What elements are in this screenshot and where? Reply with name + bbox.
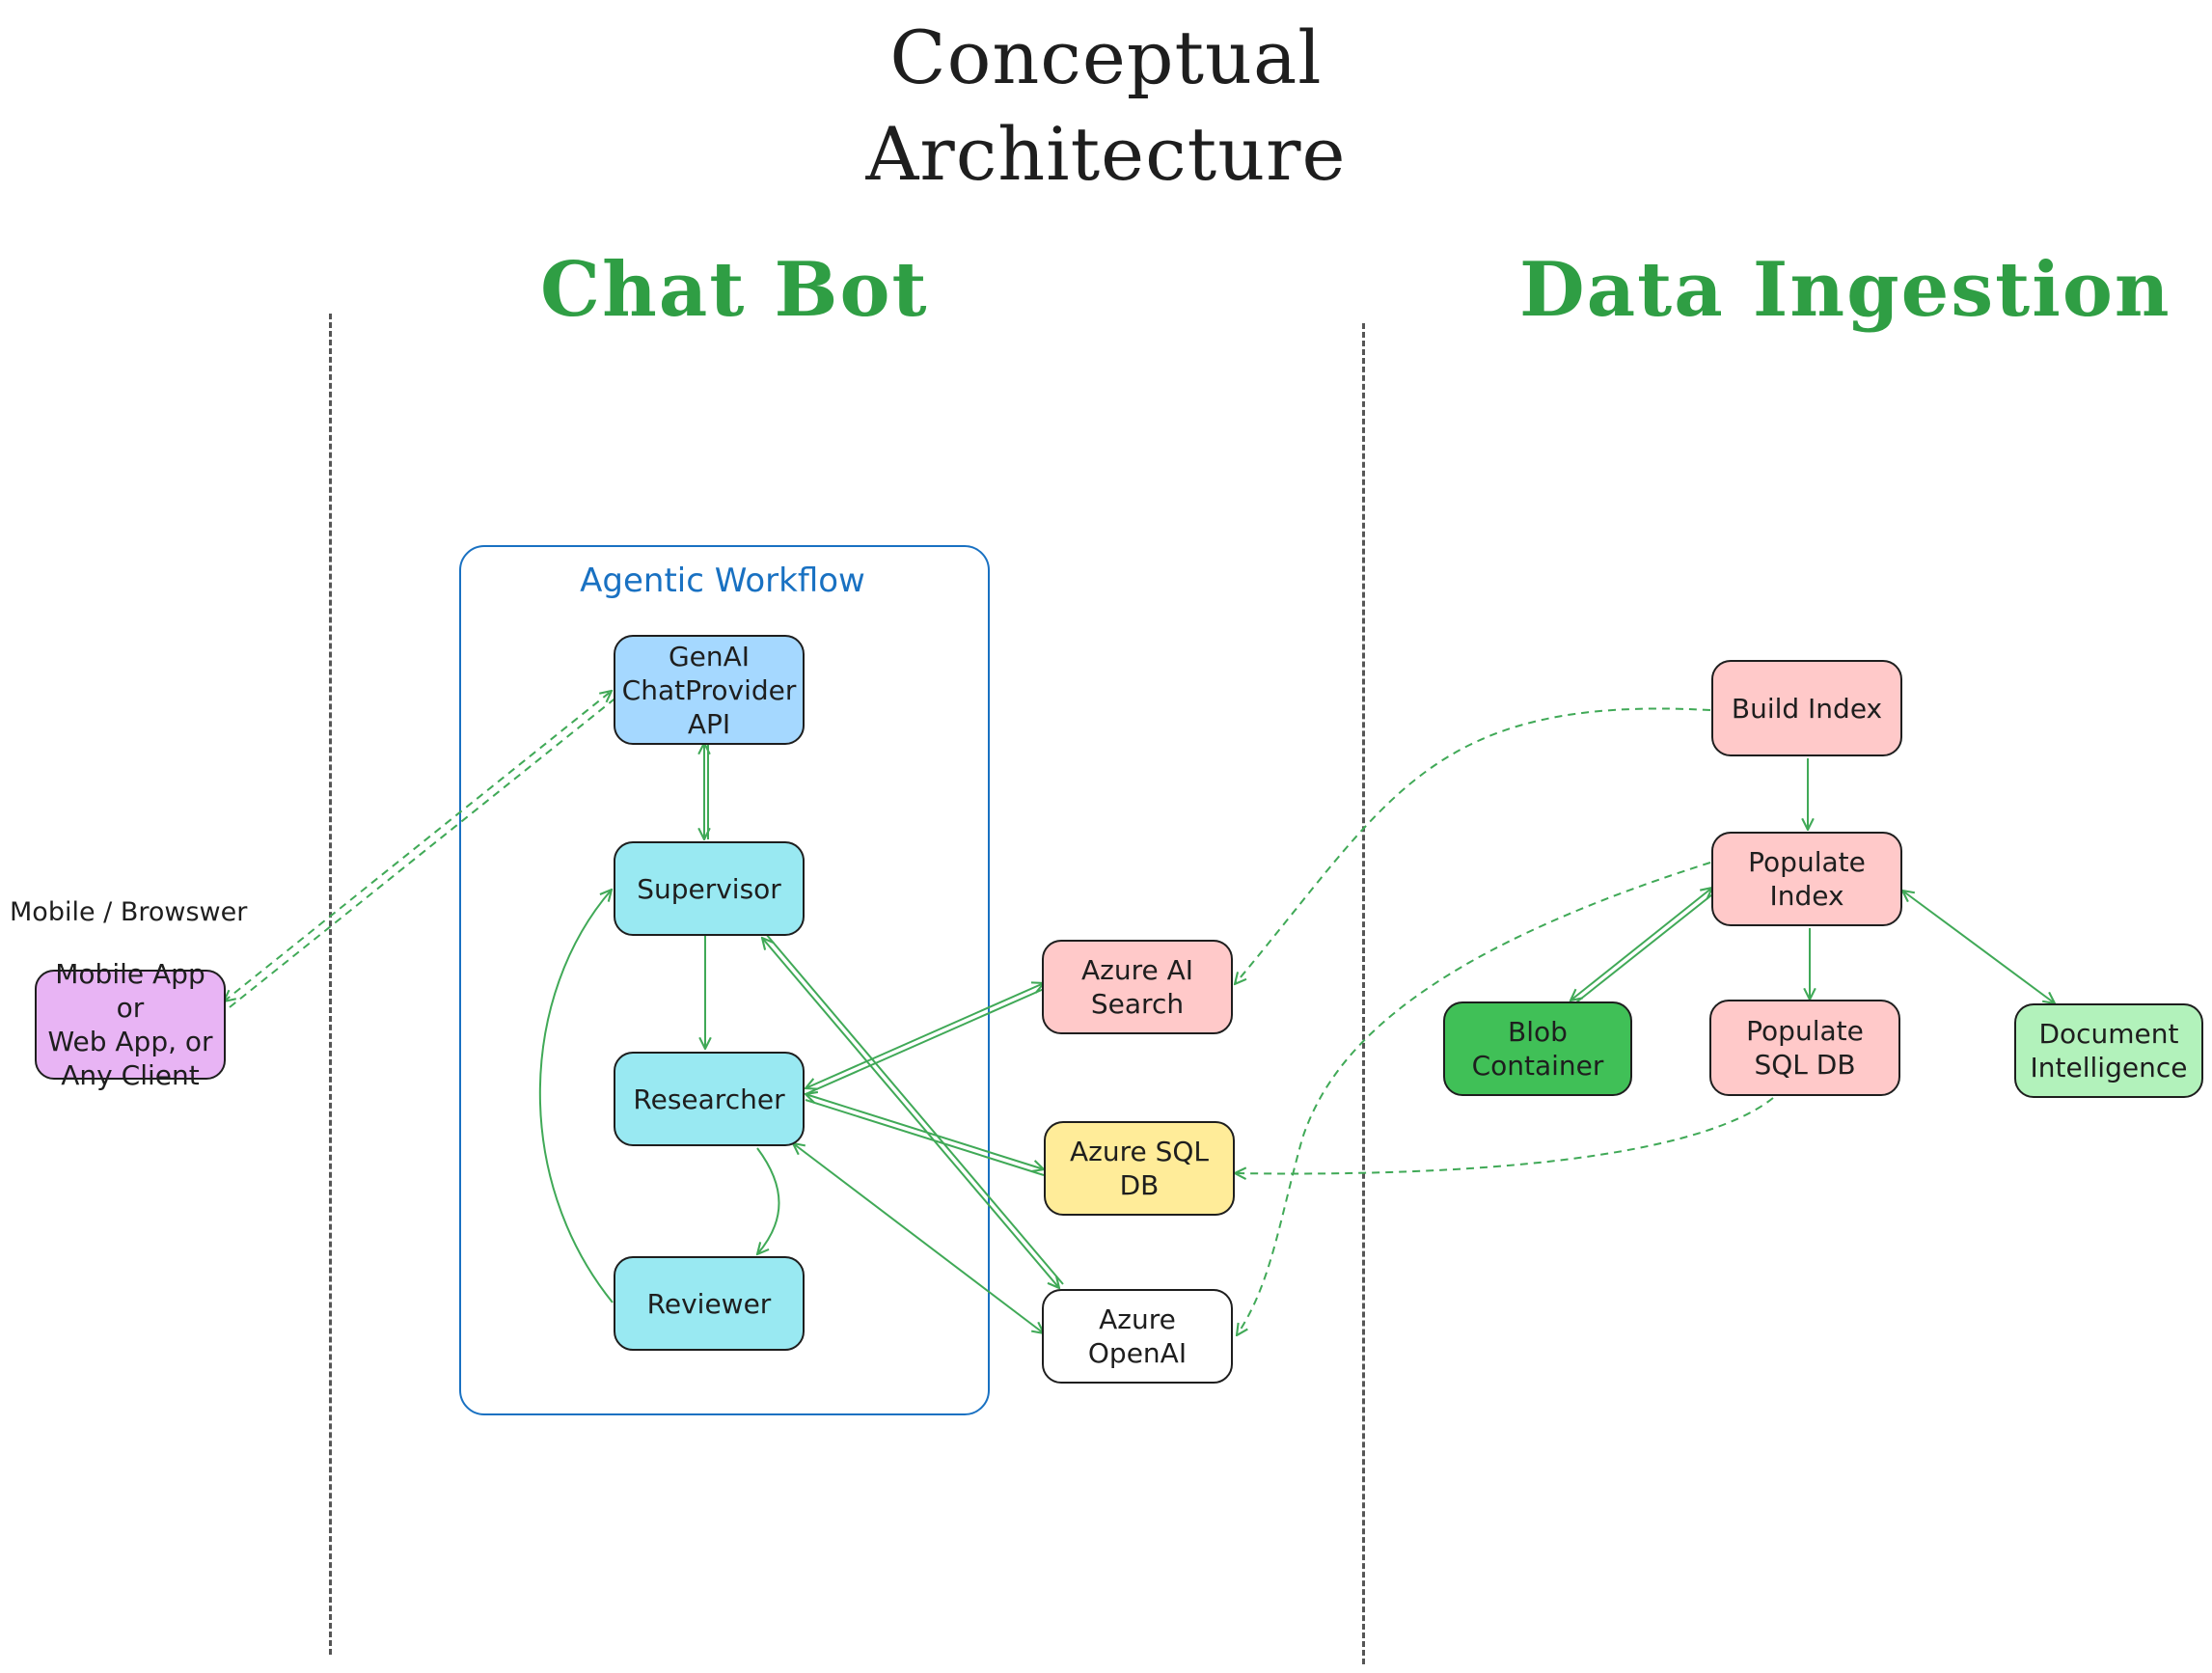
supervisor-node: Supervisor (614, 841, 805, 936)
agentic-workflow-label: Agentic Workflow (580, 562, 865, 600)
section-title-data-ingestion: Data Ingestion (1519, 246, 2171, 334)
populate-index-node: Populate Index (1711, 832, 1902, 926)
researcher-node: Researcher (614, 1052, 805, 1146)
blob-container-node: Blob Container (1443, 1001, 1632, 1096)
genai-chatprovider-api-node: GenAI ChatProvider API (614, 635, 805, 745)
edge-populate-blob-2 (1575, 891, 1717, 1003)
edge-client-genai-2 (229, 696, 618, 1008)
edge-researcher-sql (806, 1094, 1044, 1169)
title-line-1: Conceptual (889, 14, 1323, 100)
section-title-chat-bot: Chat Bot (540, 246, 929, 334)
edge-supervisor-openai-2 (765, 933, 1064, 1285)
populate-sql-db-node: Populate SQL DB (1709, 1000, 1900, 1096)
edge-populateindex-openai (1237, 862, 1711, 1335)
edge-populatesql-sql (1235, 1097, 1774, 1173)
edge-reviewer-supervisor (538, 890, 614, 1303)
build-index-node: Build Index (1711, 660, 1902, 756)
reviewer-node: Reviewer (614, 1256, 805, 1351)
edge-populate-docintel (1902, 891, 2055, 1003)
edge-researcher-search-2 (805, 988, 1045, 1095)
document-intelligence-node: Document Intelligence (2014, 1003, 2203, 1098)
edge-populate-blob (1570, 888, 1712, 1001)
client-label: Mobile / Browswer (10, 897, 248, 927)
title-line-2: Architecture (865, 111, 1347, 197)
divider-right (1362, 323, 1365, 1664)
azure-sql-db-node: Azure SQL DB (1044, 1121, 1235, 1216)
diagram-title: Conceptual Architecture (0, 10, 2212, 203)
azure-ai-search-node: Azure AI Search (1042, 940, 1233, 1034)
edge-researcher-search (806, 983, 1044, 1088)
edge-researcher-openai (793, 1143, 1044, 1333)
edge-researcher-sql-2 (805, 1099, 1045, 1176)
azure-openai-node: Azure OpenAI (1042, 1289, 1233, 1384)
edge-researcher-reviewer (757, 1147, 780, 1254)
edge-buildindex-search (1235, 707, 1711, 984)
edge-supervisor-openai (762, 938, 1059, 1288)
edge-client-genai (224, 691, 612, 1001)
client-node: Mobile App or Web App, or Any Client (35, 958, 226, 1091)
